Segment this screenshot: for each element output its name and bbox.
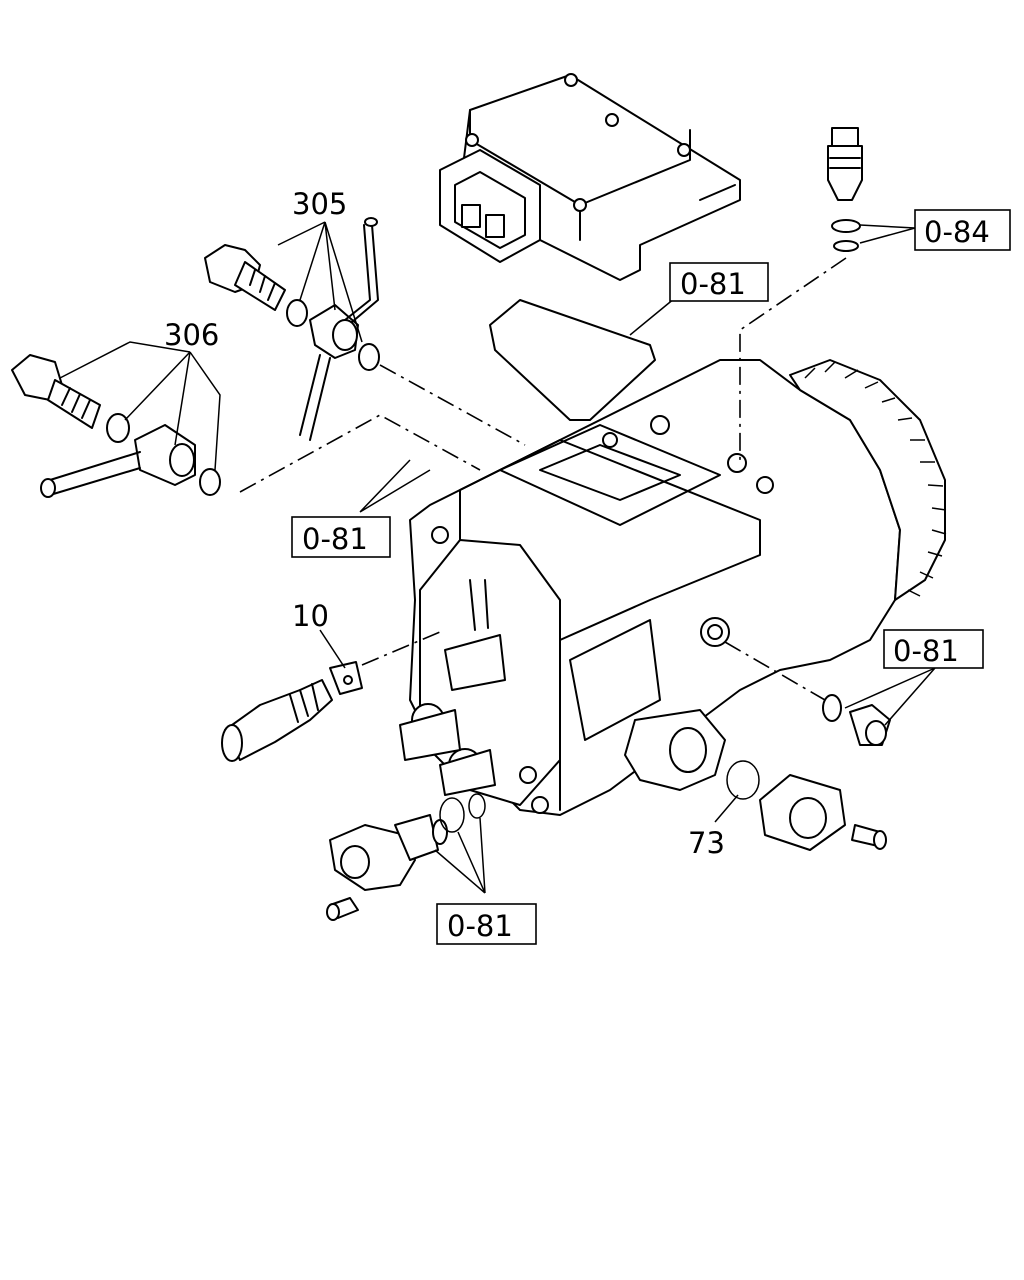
- callout-306: 306: [164, 318, 219, 352]
- overflow-valve: [827, 127, 863, 252]
- lower-flange: [624, 709, 760, 800]
- banjo-assembly-306: [11, 354, 221, 498]
- delivery-fitting: [221, 661, 363, 762]
- callout-0-81-gasket: 0-81: [669, 262, 769, 302]
- banjo-assembly-305: [204, 217, 380, 441]
- callout-0-81-left: 0-81: [291, 516, 391, 558]
- front-plate: [399, 539, 561, 814]
- control-unit: [439, 73, 741, 281]
- callout-0-81-right: 0-81: [883, 629, 984, 669]
- callout-0-81-bottom-label: 0-81: [447, 909, 513, 943]
- drive-gear: [789, 359, 947, 601]
- leader-lines: [59, 221, 936, 894]
- fuel-cut-solenoid: [326, 793, 486, 921]
- cover-gasket: [489, 299, 656, 421]
- cover-plate: [759, 774, 887, 851]
- callout-10-label: 10: [292, 599, 329, 633]
- callout-0-81-bottom: 0-81: [436, 903, 537, 945]
- side-bolt: [822, 694, 891, 746]
- routing-lines: [239, 257, 847, 701]
- callout-73: 73: [688, 826, 725, 860]
- callout-305-label: 305: [292, 187, 347, 221]
- callout-73-label: 73: [688, 826, 725, 860]
- callout-0-84: 0-84: [914, 209, 1011, 251]
- callout-0-84-label: 0-84: [924, 215, 990, 249]
- callout-0-81-left-label: 0-81: [302, 522, 368, 556]
- callout-10: 10: [292, 599, 329, 633]
- callout-305: 305: [292, 187, 347, 221]
- callout-0-81-gasket-label: 0-81: [680, 267, 746, 301]
- callout-306-label: 306: [164, 318, 219, 352]
- callout-0-81-right-label: 0-81: [893, 634, 959, 668]
